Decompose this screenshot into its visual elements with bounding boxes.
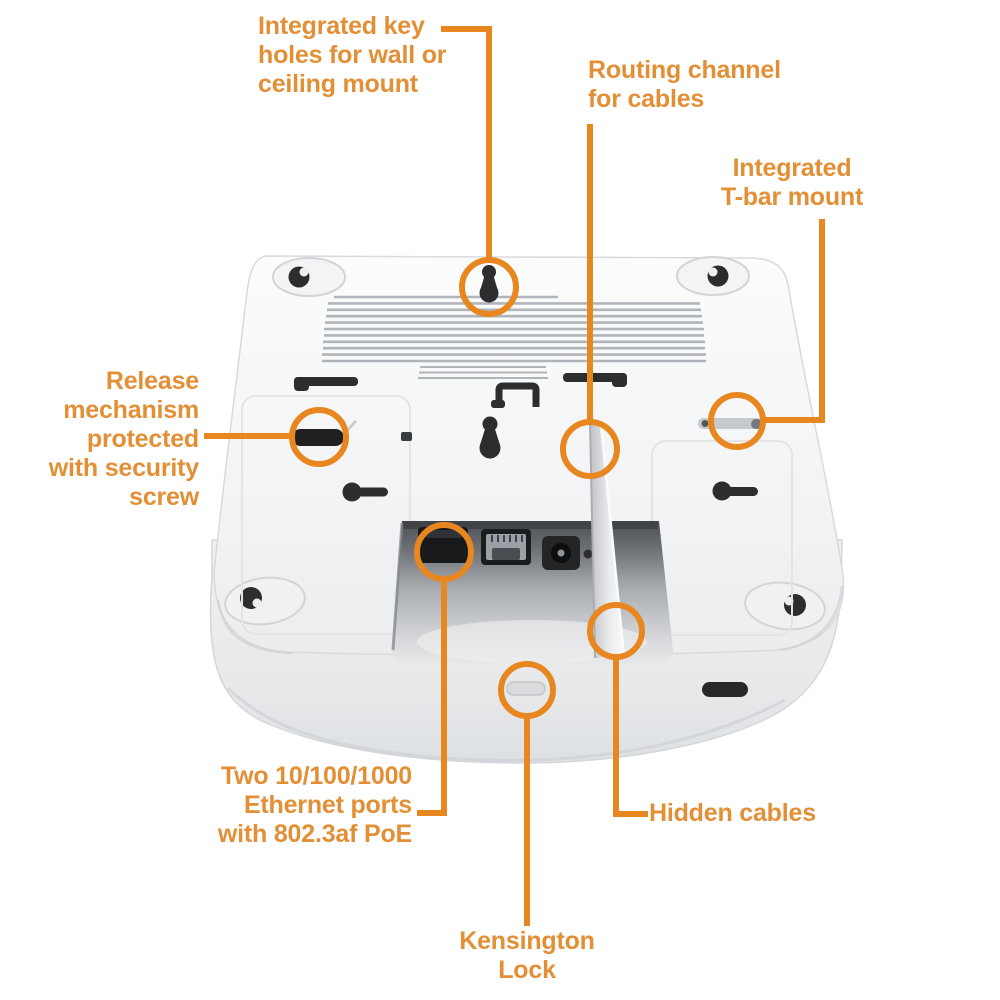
callout-keyholes — [441, 26, 519, 317]
callout-line-hidden — [613, 658, 648, 817]
dc-power-jack — [542, 536, 580, 570]
callout-circle-hidden — [587, 602, 645, 660]
callout-line-ethernet — [417, 580, 447, 816]
corner-screws — [224, 256, 826, 631]
keyholes — [342, 265, 758, 502]
callout-circle-ethernet — [414, 522, 474, 582]
right-tab-slot — [563, 373, 627, 382]
callout-circle-keyholes — [459, 257, 519, 317]
left-tab-slot — [294, 377, 358, 386]
callout-circle-tbar — [708, 392, 766, 450]
reset-hole — [583, 549, 593, 559]
ethernet-port-1 — [418, 527, 468, 563]
callout-hidden — [587, 602, 648, 817]
callout-line-tbar — [764, 219, 825, 423]
callout-label-release: Release mechanism protected with securit… — [48, 367, 199, 511]
keyhole-left — [342, 482, 388, 502]
kensington-lock-feature — [506, 681, 546, 696]
callout-circle-release — [289, 407, 349, 467]
screw-bottom-right — [744, 581, 826, 631]
callout-ethernet — [414, 522, 474, 816]
callout-circle-routing — [560, 419, 620, 479]
callout-label-tbar: Integrated T-bar mount — [720, 154, 864, 211]
mount-tabs — [294, 373, 627, 441]
callout-tbar — [708, 219, 825, 450]
callout-label-keyholes: Integrated key holes for wall or ceiling… — [258, 12, 447, 98]
screw-top-left — [272, 257, 346, 297]
callout-release — [204, 407, 349, 467]
callout-label-hidden: Hidden cables — [649, 799, 816, 827]
small-square-hole — [401, 432, 412, 441]
ports — [418, 527, 593, 570]
callout-label-kensington: Kensington Lock — [459, 927, 595, 984]
center-hook-slot — [495, 382, 540, 407]
ethernet-port-2 — [481, 529, 531, 565]
callout-label-routing: Routing channel for cables — [588, 56, 781, 113]
callout-circle-kensington — [498, 661, 556, 719]
callout-line-keyholes — [441, 26, 492, 260]
skirt-bottom-shadow — [226, 686, 786, 762]
keyhole-right — [712, 481, 758, 501]
face-edge-shadow — [216, 585, 844, 655]
vent-grille — [322, 295, 706, 379]
callout-label-ethernet: Two 10/100/1000 Ethernet ports with 802.… — [217, 762, 412, 848]
screw-top-right — [676, 256, 750, 296]
keyhole-top — [479, 265, 499, 303]
screw-bottom-left — [224, 576, 306, 626]
callout-routing — [560, 124, 620, 479]
kensington-slot — [702, 682, 748, 697]
keyhole-center — [479, 416, 501, 459]
callout-kensington — [498, 661, 556, 926]
callout-connectors — [204, 26, 825, 926]
